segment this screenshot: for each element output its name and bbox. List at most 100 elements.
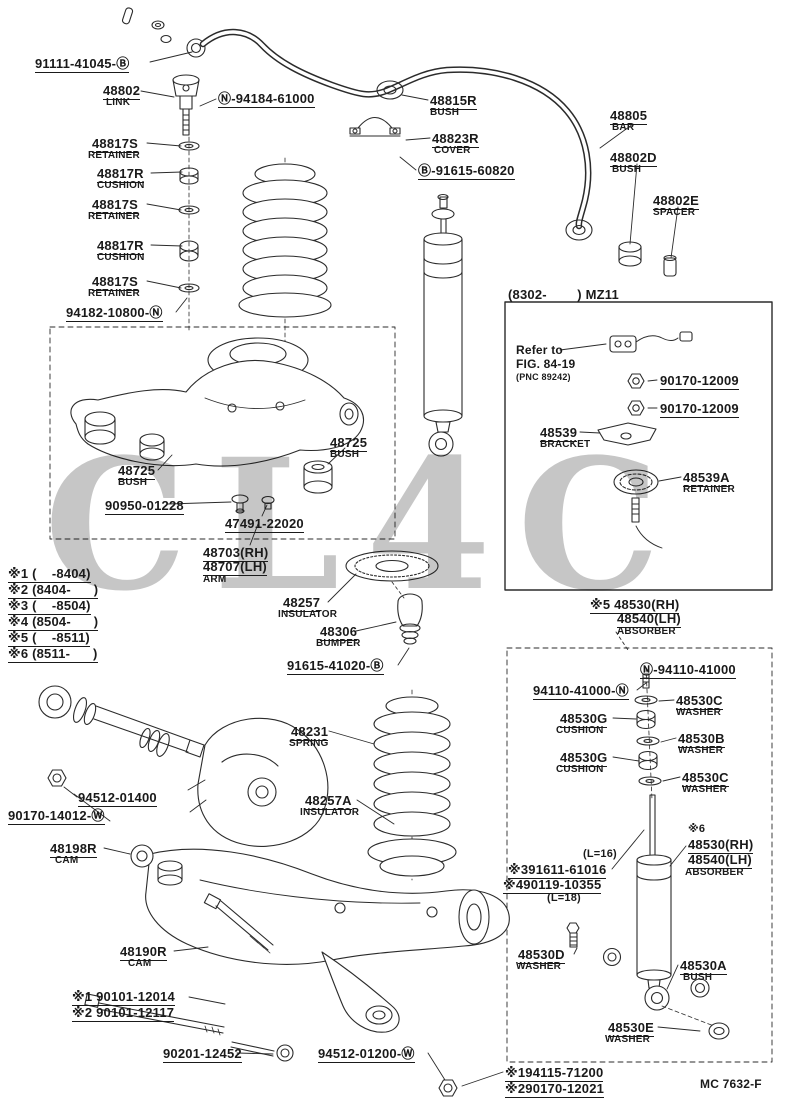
part-name-retainer-1: RETAINER [88,150,140,161]
upper-arm-dashed-box [49,326,396,540]
leader-lines [63,51,701,1087]
part-name-spring: SPRING [289,738,329,749]
part-label-48725-right: 48725 [330,435,368,452]
part-label-47491-22020: 47491-22020 [225,516,304,533]
part-label-48802d: 48802D [610,150,657,167]
part-name-bracket: BRACKET [540,439,591,450]
absorber-dashed-box [506,647,773,1063]
box-title-mz11: (8302- ) MZ11 [508,287,619,302]
part-label-48817r-1: 48817R [97,166,144,183]
absorber-exploded-drawing [566,667,730,1040]
part-name-absorber-top: ABSORBER [617,626,676,637]
part-label-48707-lh: 48707(LH) [203,559,267,576]
part-name-cam-1: CAM [55,855,79,866]
part-label-94110-41000-b: 94110-41000-Ⓝ [533,683,629,700]
part-label-48257a: 48257A [305,793,352,810]
part-label-48306: 48306 [320,624,358,641]
part-label-90170-14012: 90170-14012-Ⓦ [8,808,105,825]
part-label-90101-12117: ※2 90101-12117 [72,1005,175,1022]
date-range-row-1: ※1 ( -8404) [8,566,91,583]
part-label-48539: 48539 [540,425,578,442]
part-label-48530c-2: 48530C [682,770,729,787]
part-name-retainer-a: RETAINER [683,484,735,495]
part-label-90170-12009-b: 90170-12009 [660,401,739,418]
part-label-48190r: 48190R [120,944,167,961]
part-label-48823r: 48823R [432,131,479,148]
part-label-48530g-1: 48530G [560,711,608,728]
part-name-bush-1: BUSH [430,107,460,118]
part-label-48802: 48802 [103,83,141,100]
part-label-48703-rh: 48703(RH) [203,545,269,562]
part-label-90119-10355: ※490119-10355 [503,877,602,894]
figure-code: MC 7632-F [700,1077,762,1091]
part-label-90170-12009-a: 90170-12009 [660,373,739,390]
part-label-90950-01228: 90950-01228 [105,498,184,515]
part-label-90201-12452: 90201-12452 [163,1046,242,1063]
sensor-box-drawing [559,331,693,549]
part-name-cushion-2: CUSHION [97,252,145,263]
part-label-94512-01400: 94512-01400 [78,790,157,807]
part-label-91615-41020: 91615-41020-Ⓑ [287,658,384,675]
front-spring-drawing [238,157,332,353]
part-label-48539a: 48539A [683,470,730,487]
part-label-48231: 48231 [291,724,329,741]
part-name-bush-2: BUSH [612,164,642,175]
date-range-row-3: ※3 ( -8504) [8,598,91,615]
part-name-retainer-3: RETAINER [88,288,140,299]
length-note-l18: (L=18) [547,892,581,904]
part-label-48802e: 48802E [653,193,700,210]
part-label-48530g-2: 48530G [560,750,608,767]
mz11-box-frame [504,301,773,591]
part-label-48530e: 48530E [608,1020,655,1037]
stabilizer-link-drawing [172,74,200,333]
rear-spring-drawing [367,689,457,881]
part-label-94182-10800: 94182-10800-Ⓝ [66,305,163,322]
part-label-48817s-3: 48817S [92,274,139,291]
part-name-cushion-1: CUSHION [97,180,145,191]
part-label-48817r-2: 48817R [97,238,144,255]
part-label-48725-left: 48725 [118,463,156,480]
part-name-washer-b: WASHER [678,745,724,756]
part-label-90101-12014: ※1 90101-12014 [72,989,175,1006]
upper-arm-drawing [70,337,364,514]
part-name-retainer-2: RETAINER [88,211,140,222]
part-name-washer-c1: WASHER [676,707,722,718]
part-name-bush-a: BUSH [683,972,713,983]
insulator-bumper-drawing [345,550,439,645]
part-name-washer-d: WASHER [516,961,562,972]
part-label-94115-71200: ※194115-71200 [505,1065,604,1082]
refer-to-text-3: (PNC 89242) [516,372,571,382]
part-label-91111-41045: 91111-41045-Ⓑ [35,56,130,73]
rear-axle-drawing [38,685,510,1097]
part-label-94184-61000: Ⓝ-94184-61000 [218,91,315,108]
part-label-48530-rh-top: ※5 48530(RH) [590,597,680,614]
length-note-l16: (L=16) [583,848,617,860]
part-label-48198r: 48198R [50,841,97,858]
date-range-row-4: ※4 (8504- ) [8,614,99,631]
shock-absorber-drawing [423,193,463,457]
stabilizer-bar-drawing [121,7,677,277]
part-name-insulator-a: INSULATOR [300,807,360,818]
part-name-bumper: BUMPER [316,638,361,649]
part-label-48530d: 48530D [518,947,565,964]
part-label-48815r: 48815R [430,93,477,110]
part-label-48817s-2: 48817S [92,197,139,214]
part-name-cushion-g2: CUSHION [556,764,604,775]
part-name-absorber-bottom: ABSORBER [685,867,744,878]
part-label-48530b: 48530B [678,731,725,748]
date-range-row-2: ※2 (8404- ) [8,582,99,599]
part-name-link: LINK [106,97,131,108]
refer-to-text-2: FIG. 84-19 [516,357,576,371]
part-name-bush-right: BUSH [330,449,360,460]
part-name-cover: COVER [434,145,471,156]
part-name-cam-2: CAM [128,958,152,969]
date-range-row-5: ※5 ( -8511) [8,630,90,647]
part-name-arm: ARM [203,574,227,585]
part-label-48530-rh-bottom: 48530(RH) [688,837,754,854]
part-label-48530a: 48530A [680,958,727,975]
part-label-48530c-1: 48530C [676,693,723,710]
date-range-row-6: ※6 (8511- ) [8,646,98,663]
part-name-spacer: SPACER [653,207,696,218]
part-label-48540-lh-bottom: 48540(LH) [688,852,752,869]
